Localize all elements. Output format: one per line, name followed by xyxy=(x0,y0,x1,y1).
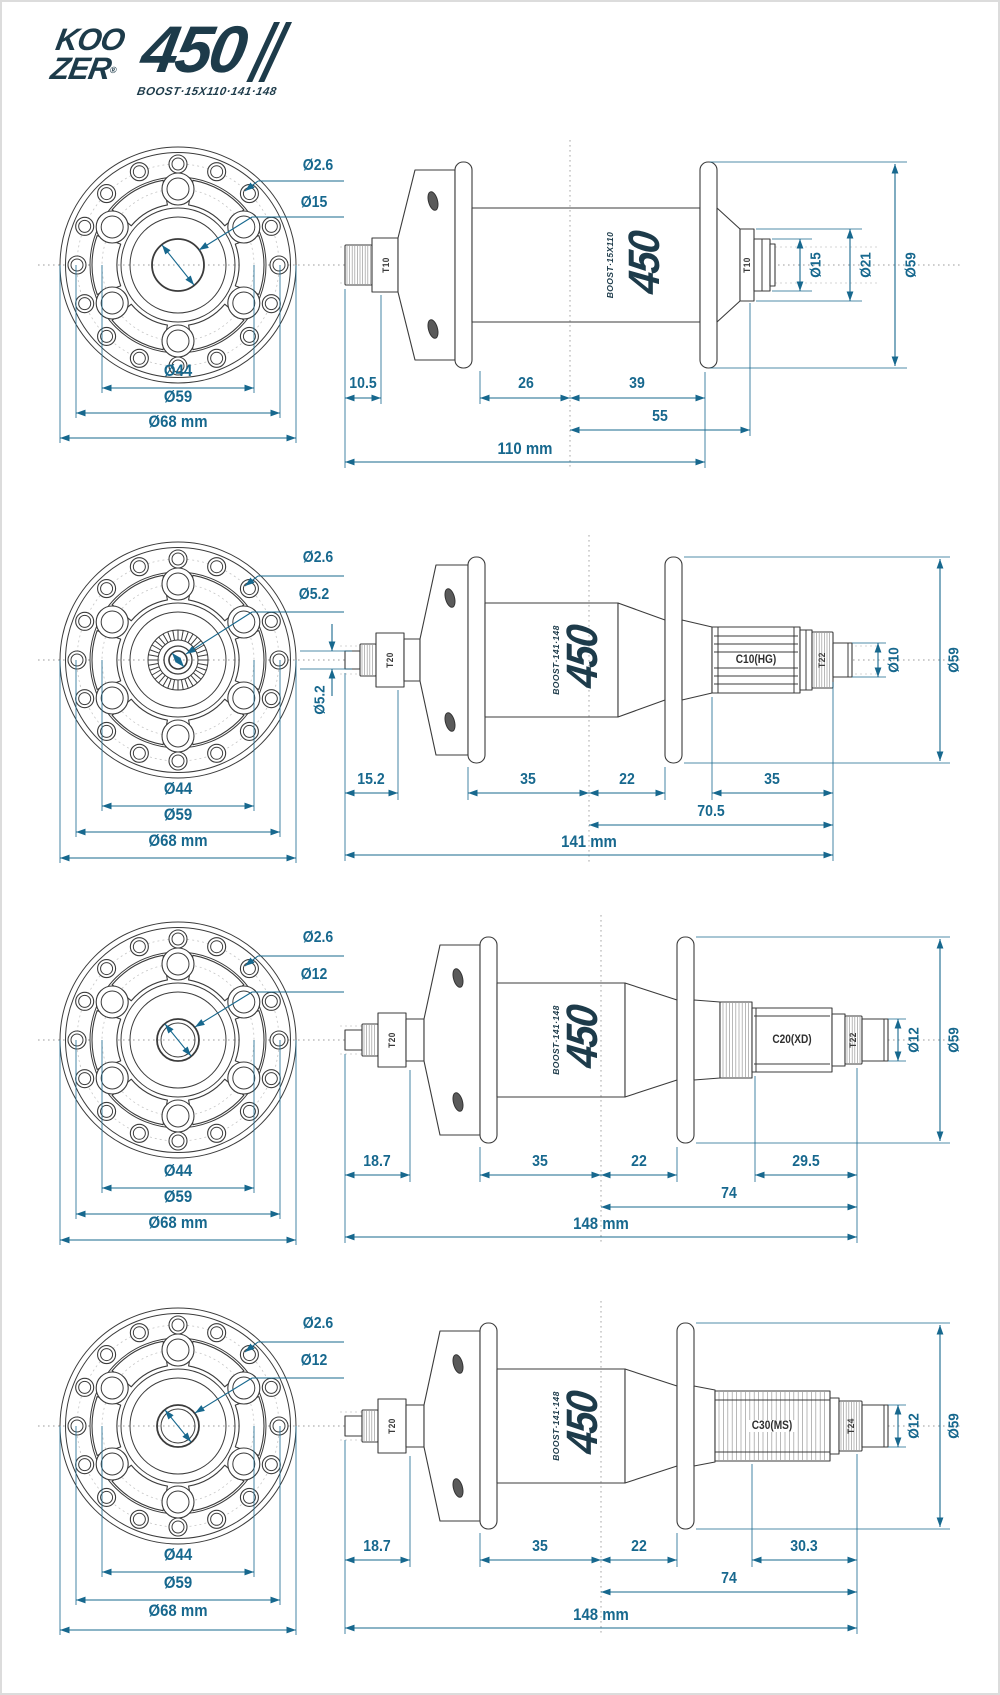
dim-seg: 22 xyxy=(619,771,635,788)
leader-label-spoke-hole: Ø2.6 xyxy=(302,1315,334,1332)
hub-decal-sub: BOOST·141·148 xyxy=(551,625,561,695)
axle-cap-label: T10 xyxy=(742,257,752,273)
hub-decal-sub: BOOST·141·148 xyxy=(551,1005,561,1075)
axle-cap-label: T20 xyxy=(387,1032,397,1048)
leader-label-spoke-hole: Ø2.6 xyxy=(302,929,334,946)
dim-bolt-circle: Ø44 xyxy=(163,361,193,380)
axle-cap-label: T20 xyxy=(387,1418,397,1434)
dim-total-width: 141 mm xyxy=(561,832,617,851)
axle-cap-label: T22 xyxy=(848,1032,858,1048)
dim-spoke-circle: Ø59 xyxy=(163,387,193,406)
dim-axle-diameter: Ø15 xyxy=(807,252,825,278)
freehub-label: C20(XD) xyxy=(769,1034,815,1046)
hub-decal-model: 450 xyxy=(558,1390,607,1456)
brand-logo: KOO ZER® 450 BOOST·15X110·141·148 xyxy=(45,12,340,106)
logo-subtitle: BOOST·15X110·141·148 xyxy=(136,86,278,98)
dim-seg: 35 xyxy=(520,771,536,788)
dim-bolt-circle: Ø44 xyxy=(163,779,193,798)
axle-cap-label: T20 xyxy=(385,652,395,668)
leader-label-bore: Ø15 xyxy=(300,194,328,211)
dim-outer-diameter: Ø68 mm xyxy=(148,1601,208,1620)
hub-decal-model: 450 xyxy=(620,230,669,296)
dim-seg: 18.7 xyxy=(363,1153,391,1170)
dim-outer-diameter: Ø68 mm xyxy=(148,831,208,850)
dim-half-width: 70.5 xyxy=(697,803,725,820)
dim-total-width: 148 mm xyxy=(573,1605,629,1624)
hub-decal-sub: BOOST·15X110 xyxy=(605,231,615,299)
axle-cap-label: T22 xyxy=(817,652,827,668)
dim-outer-diameter: Ø68 mm xyxy=(148,1213,208,1232)
dim-half-width: 55 xyxy=(652,408,668,425)
dim-axle-bore: Ø5.2 xyxy=(311,685,329,715)
dim-total-width: 148 mm xyxy=(573,1214,629,1233)
dim-step-diameter: Ø21 xyxy=(857,252,875,278)
freehub-label: C10(HG) xyxy=(733,654,779,666)
dim-axle-diameter: Ø12 xyxy=(905,1413,923,1439)
dim-spoke-circle: Ø59 xyxy=(163,805,193,824)
dim-axle-diameter: Ø10 xyxy=(885,647,903,673)
leader-label-spoke-hole: Ø2.6 xyxy=(302,549,334,566)
dim-outer-diameter: Ø68 mm xyxy=(148,412,208,431)
dim-bolt-circle: Ø44 xyxy=(163,1161,193,1180)
hub-decal-sub: BOOST·141·148 xyxy=(551,1391,561,1461)
dim-flange-diameter: Ø59 xyxy=(902,252,920,278)
dim-seg: 10.5 xyxy=(349,375,377,392)
axle-cap-label: T10 xyxy=(381,257,391,273)
dim-seg: 22 xyxy=(631,1538,647,1555)
dim-axle-diameter: Ø12 xyxy=(905,1027,923,1053)
dim-seg: 39 xyxy=(629,375,645,392)
dim-spoke-circle: Ø59 xyxy=(163,1573,193,1592)
leader-label-bore: Ø12 xyxy=(300,1352,328,1369)
dim-seg: 18.7 xyxy=(363,1538,391,1555)
logo-line2: ZER® xyxy=(48,51,118,86)
dim-spoke-circle: Ø59 xyxy=(163,1187,193,1206)
dim-seg: 30.3 xyxy=(790,1538,818,1555)
freehub-label: C30(MS) xyxy=(749,1420,795,1432)
dim-flange-diameter: Ø59 xyxy=(945,647,963,673)
axle-cap-label: T24 xyxy=(846,1418,856,1434)
dim-half-width: 74 xyxy=(721,1570,737,1587)
dim-seg: 35 xyxy=(532,1538,548,1555)
leader-label-bore: Ø12 xyxy=(300,966,328,983)
dim-seg: 29.5 xyxy=(792,1153,820,1170)
dim-seg: 22 xyxy=(631,1153,647,1170)
leader-label-bore: Ø5.2 xyxy=(298,586,330,603)
hub-decal-model: 450 xyxy=(558,1004,607,1070)
dim-total-width: 110 mm xyxy=(497,439,553,458)
hub-decal-model: 450 xyxy=(558,624,607,690)
dim-seg: 26 xyxy=(518,375,534,392)
dim-bolt-circle: Ø44 xyxy=(163,1545,193,1564)
dim-half-width: 74 xyxy=(721,1185,737,1202)
registered-mark: ® xyxy=(109,65,118,75)
dim-flange-diameter: Ø59 xyxy=(945,1027,963,1053)
leader-label-spoke-hole: Ø2.6 xyxy=(302,157,334,174)
dim-seg: 15.2 xyxy=(357,771,385,788)
dim-seg: 35 xyxy=(764,771,780,788)
dim-flange-diameter: Ø59 xyxy=(945,1413,963,1439)
dim-seg: 35 xyxy=(532,1153,548,1170)
logo-model: 450 xyxy=(136,12,251,86)
